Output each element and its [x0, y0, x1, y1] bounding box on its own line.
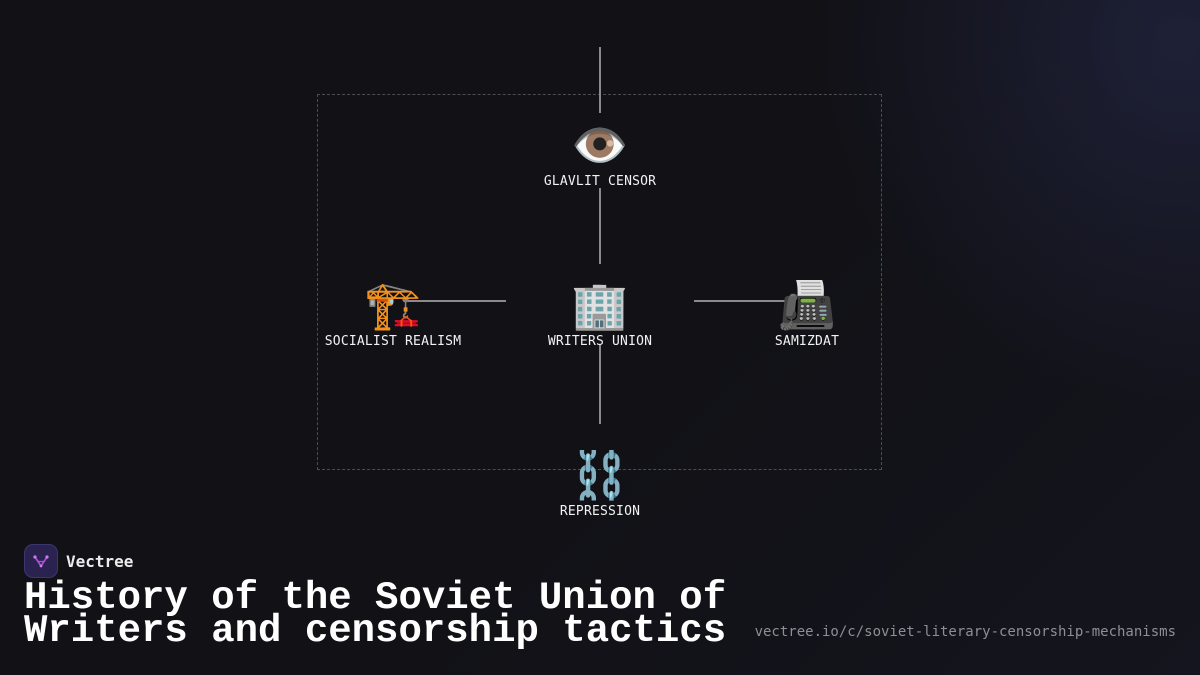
node-label: WRITERS UNION	[547, 334, 653, 349]
node-writers-union: 🏢 WRITERS UNION	[500, 278, 700, 349]
eye-icon: 👁️	[571, 118, 629, 172]
node-samizdat: 📠 SAMIZDAT	[707, 278, 907, 349]
brand-name: Vectree	[66, 551, 134, 571]
source-url[interactable]: vectree.io/c/soviet-literary-censorship-…	[754, 624, 1176, 640]
chains-icon: ⛓️	[571, 448, 629, 502]
office-building-icon: 🏢	[571, 278, 629, 332]
construction-crane-icon: 🏗️	[364, 278, 422, 332]
node-label: SOCIALIST REALISM	[324, 334, 462, 349]
node-socialist-realism: 🏗️ SOCIALIST REALISM	[293, 278, 493, 349]
connector-center-bottom	[599, 344, 601, 424]
node-label: REPRESSION	[559, 504, 641, 519]
vectree-logo-icon	[24, 544, 58, 578]
connector-left-center	[408, 300, 506, 302]
brand[interactable]: Vectree	[24, 544, 133, 578]
concept-diagram: 👁️ GLAVLIT CENSOR 🏗️ SOCIALIST REALISM 🏢…	[293, 47, 907, 519]
node-label: SAMIZDAT	[774, 334, 840, 349]
node-repression: ⛓️ REPRESSION	[500, 448, 700, 519]
connector-top-stub	[599, 47, 601, 113]
connector-top-center	[599, 188, 601, 264]
fax-machine-icon: 📠	[778, 278, 836, 332]
node-label: GLAVLIT CENSOR	[543, 174, 657, 189]
node-glavlit-censor: 👁️ GLAVLIT CENSOR	[500, 118, 700, 189]
connector-center-right	[694, 300, 790, 302]
page-title: History of the Soviet Union of Writers a…	[24, 576, 727, 653]
